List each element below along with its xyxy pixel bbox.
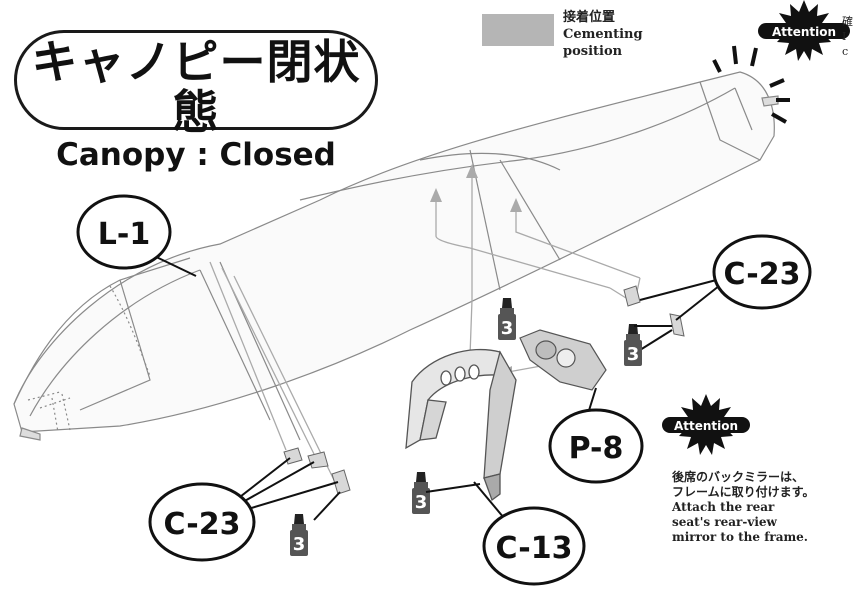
- callout-c13: C-13: [482, 506, 586, 586]
- svg-text:Attention: Attention: [772, 25, 836, 39]
- mirror-note: 後席のバックミラーは、 フレームに取り付けます。 Attach the rear…: [672, 470, 814, 545]
- cement-bottle-icon-3: 3: [290, 514, 308, 556]
- canopy-body: [13, 71, 779, 441]
- note-en-3: mirror to the frame.: [672, 530, 808, 544]
- attention-spikes: [712, 45, 790, 124]
- note-en-2: seat's rear-view: [672, 515, 777, 529]
- svg-text:L-1: L-1: [98, 217, 150, 252]
- svg-text:3: 3: [627, 344, 640, 365]
- cementing-legend-jp: 接着位置: [563, 10, 616, 25]
- cement-bottle-icon-2: 3: [624, 324, 642, 366]
- attention-badge-note: Attention: [662, 394, 750, 455]
- cementing-legend: 接着位置 Cementing position: [563, 9, 643, 60]
- part-c23-right-pieces: [623, 285, 685, 337]
- callout-c23-right: C-23: [712, 234, 812, 310]
- cutoff-text-fragment: 確 I c: [842, 14, 853, 59]
- title-badge: キャノピー閉状態 Canopy : Closed: [14, 30, 378, 173]
- svg-text:Attention: Attention: [674, 419, 738, 433]
- note-jp-1: 後席のバックミラーは、: [672, 470, 805, 484]
- note-en-1: Attach the rear: [672, 500, 775, 514]
- callout-l1: L-1: [76, 194, 172, 270]
- bottle-leaders: [425, 325, 672, 493]
- fragment-line-1: 確: [842, 15, 853, 28]
- cement-bottle-icon-1: 3: [498, 298, 516, 340]
- cement-bottles: 3 3 3 3: [290, 298, 642, 556]
- cementing-legend-en-2: position: [563, 44, 623, 59]
- svg-text:3: 3: [501, 318, 514, 339]
- part-c23-left-pieces: [283, 447, 351, 495]
- cementing-legend-en-1: Cementing: [563, 27, 643, 42]
- guide-lines: [209, 175, 641, 481]
- svg-text:3: 3: [293, 534, 306, 555]
- part-c13-frame: [405, 348, 517, 502]
- note-jp-2: フレームに取り付けます。: [672, 485, 815, 499]
- svg-text:C-23: C-23: [164, 507, 241, 542]
- title-english: Canopy : Closed: [56, 137, 336, 173]
- cement-bottle-icon-4: 3: [412, 472, 430, 514]
- svg-text:P-8: P-8: [569, 431, 624, 466]
- callout-p8: P-8: [548, 408, 644, 484]
- attention-badge-top: Attention: [758, 0, 850, 61]
- svg-text:C-13: C-13: [496, 531, 573, 566]
- callout-c23-left: C-23: [148, 482, 256, 562]
- svg-text:3: 3: [415, 492, 428, 513]
- fragment-line-3: c: [842, 45, 849, 58]
- fragment-line-2: I: [842, 30, 847, 43]
- svg-text:C-23: C-23: [724, 257, 801, 292]
- title-japanese: キャノピー閉状態: [31, 35, 361, 139]
- part-p8-mirror: [519, 329, 607, 391]
- cementing-swatch: [482, 14, 554, 46]
